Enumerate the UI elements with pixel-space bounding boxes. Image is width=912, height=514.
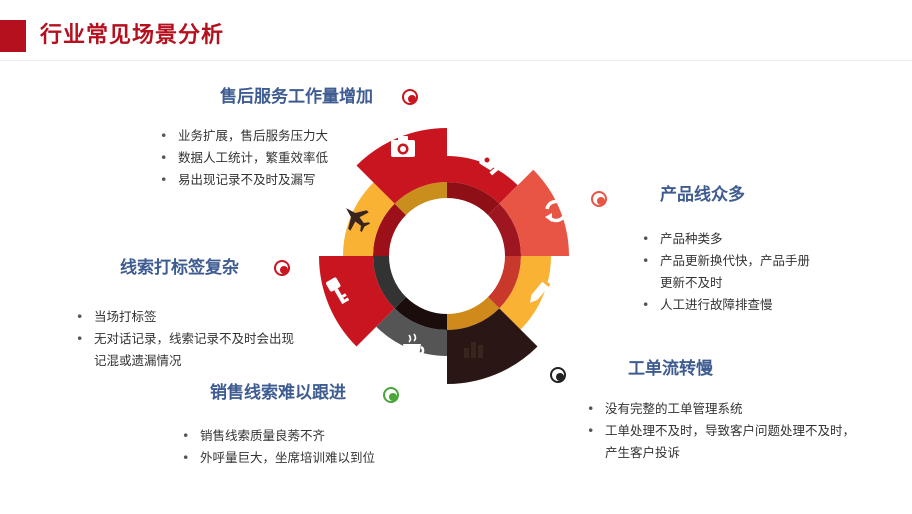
header-divider: [0, 60, 912, 61]
key-icon: [326, 277, 350, 305]
inner-segment-pen: [447, 182, 500, 215]
after-sales-marker-icon: [402, 89, 418, 105]
segment-key: [319, 256, 395, 347]
segment-pencil: [499, 256, 551, 330]
list-item: 人工进行故障排查慢: [640, 294, 810, 316]
product-line-title: 产品线众多: [660, 185, 745, 205]
list-item: 没有完整的工单管理系统: [585, 398, 857, 420]
header-accent-bar: [0, 20, 26, 52]
inner-segment-pencil: [488, 256, 521, 309]
pencil-icon: [530, 279, 551, 303]
ticket-flow-marker-icon: [550, 367, 566, 383]
list-item: 易出现记录不及时及漏写: [158, 169, 398, 191]
segment-refresh: [499, 169, 569, 256]
product-line-list: 产品种类多 产品更新换代快，产品手册更新不及时 人工进行故障排查慢: [640, 228, 810, 316]
clue-tagging-title: 线索打标签复杂: [120, 258, 239, 278]
inner-segment-refresh: [488, 203, 521, 256]
sales-clue-marker-icon: [383, 387, 399, 403]
segment-coffee: [376, 308, 447, 356]
list-item: 产品更新换代快，产品手册更新不及时: [640, 250, 810, 294]
ticket-flow-list: 没有完整的工单管理系统 工单处理不及时，导致客户问题处理不及时，产生客户投诉: [585, 398, 857, 464]
inner-segment-plane: [373, 203, 406, 256]
segment-chart: [447, 308, 538, 384]
list-item: 产品种类多: [640, 228, 810, 250]
coffee-cup-icon: [401, 333, 425, 360]
clue-tagging-list: 当场打标签 无对话记录，线索记录不及时会出现记混或遗漏情况: [74, 306, 304, 372]
segment-pen: [447, 156, 518, 204]
bar-chart-icon: [464, 342, 483, 358]
sales-clue-list: 销售线索质量良莠不齐 外呼量巨大，坐席培训难以到位: [180, 425, 420, 469]
list-item: 工单处理不及时，导致客户问题处理不及时，产生客户投诉: [585, 420, 857, 464]
inner-segment-coffee: [394, 297, 447, 330]
fountain-pen-icon: [478, 149, 502, 176]
list-item: 外呼量巨大，坐席培训难以到位: [180, 447, 420, 469]
list-item: 销售线索质量良莠不齐: [180, 425, 420, 447]
refresh-icon: [545, 199, 567, 223]
inner-segment-camera: [394, 182, 447, 215]
after-sales-list: 业务扩展，售后服务压力大 数据人工统计，繁重效率低 易出现记录不及时及漏写: [158, 125, 398, 191]
after-sales-title: 售后服务工作量增加: [220, 87, 373, 107]
page-title: 行业常见场景分析: [40, 23, 225, 48]
list-item: 无对话记录，线索记录不及时会出现记混或遗漏情况: [74, 328, 304, 372]
inner-ring: [373, 182, 521, 330]
inner-segment-key: [373, 256, 406, 309]
list-item: 业务扩展，售后服务压力大: [158, 125, 398, 147]
list-item: 当场打标签: [74, 306, 304, 328]
clue-tagging-marker-icon: [274, 260, 290, 276]
sales-clue-title: 销售线索难以跟进: [210, 383, 346, 403]
airplane-icon: [346, 208, 371, 233]
inner-segment-chart: [447, 297, 500, 330]
ticket-flow-title: 工单流转慢: [628, 359, 713, 379]
product-line-marker-icon: [591, 191, 607, 207]
segment-plane: [343, 182, 395, 256]
list-item: 数据人工统计，繁重效率低: [158, 147, 398, 169]
